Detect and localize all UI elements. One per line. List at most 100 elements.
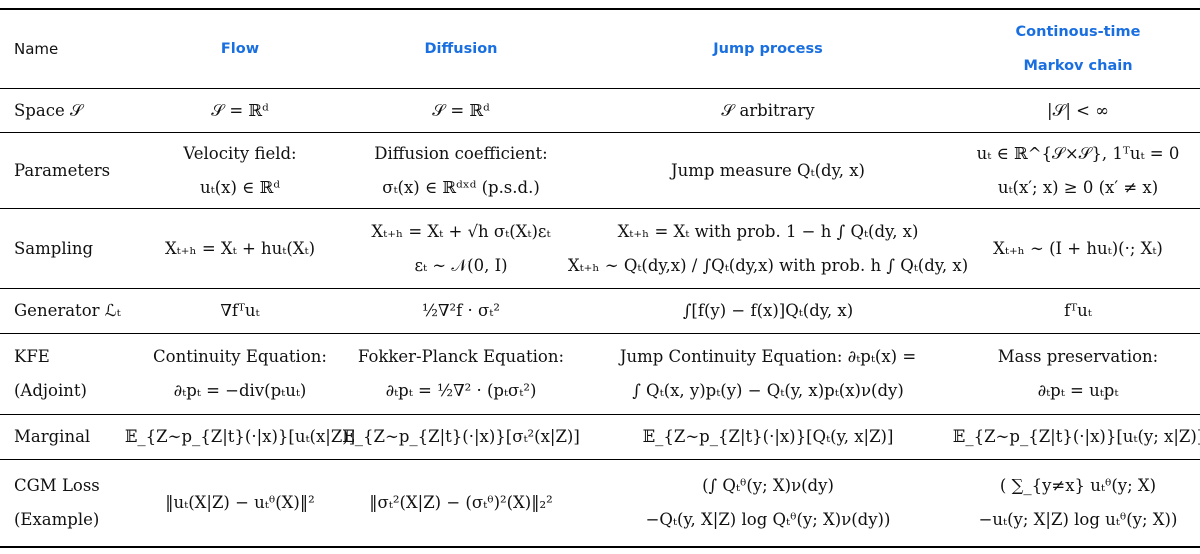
cell-line: (Adjoint) bbox=[14, 381, 87, 400]
table-cell-jump: (∫ Qₜᶿ(y; X)ν(dy) −Qₜ(y, X|Z) log Qₜᶿ(y; … bbox=[572, 460, 964, 546]
row-rule-2 bbox=[0, 208, 1200, 209]
table-cell-diffusion: Diffusion coefficient: σₜ(x) ∈ ℝᵈˣᵈ (p.s.… bbox=[350, 133, 572, 208]
table-cell-label: Space 𝒮 bbox=[0, 89, 144, 132]
top-rule bbox=[0, 8, 1200, 10]
cell-line: uₜ ∈ ℝ^{𝒮×𝒮}, 1ᵀuₜ = 0 bbox=[976, 143, 1180, 163]
table-cell-flow: Xₜ₊ₕ = Xₜ + huₜ(Xₜ) bbox=[130, 209, 350, 288]
table-cell-jump: 𝔼_{Z∼p_{Z|t}(·|x)}[Qₜ(y, x|Z)] bbox=[572, 415, 964, 459]
cell-line: Xₜ₊ₕ = Xₜ + huₜ(Xₜ) bbox=[164, 238, 316, 258]
cell-line: Marginal bbox=[14, 427, 91, 446]
table-cell-flow: 𝔼_{Z∼p_{Z|t}(·|x)}[uₜ(x|Z)] bbox=[125, 415, 355, 459]
cell-line: 𝔼_{Z∼p_{Z|t}(·|x)}[σₜ²(x|Z)] bbox=[342, 427, 580, 446]
header-ctmc-cell: Continous-time Markov chain bbox=[964, 10, 1192, 88]
row-rule-6 bbox=[0, 459, 1200, 460]
table-cell-ctmc: |𝒮| < ∞ bbox=[964, 89, 1192, 132]
cell-line: ∫ Qₜ(x, y)pₜ(y) − Qₜ(y, x)pₜ(x)ν(dy) bbox=[632, 381, 904, 400]
row-rule-3 bbox=[0, 288, 1200, 289]
table-cell-ctmc: fᵀuₜ bbox=[964, 289, 1192, 333]
cell-line: |𝒮| < ∞ bbox=[1047, 100, 1109, 120]
table-cell-diffusion: 𝒮 = ℝᵈ bbox=[350, 89, 572, 132]
cell-line: Diffusion coefficient: bbox=[374, 143, 548, 163]
cell-line: 𝒮 = ℝᵈ bbox=[211, 100, 269, 120]
cell-line: uₜ(x) ∈ ℝᵈ bbox=[200, 177, 280, 197]
cell-line: σₜ(x) ∈ ℝᵈˣᵈ (p.s.d.) bbox=[382, 177, 540, 197]
cell-line: Space 𝒮 bbox=[14, 100, 83, 120]
cell-line: ∂ₜpₜ = ½∇² · (pₜσₜ²) bbox=[385, 381, 537, 400]
table-cell-label: Sampling bbox=[0, 209, 144, 288]
row-rule-5 bbox=[0, 414, 1200, 415]
cell-line: Xₜ₊ₕ ∼ (I + huₜ)(·; Xₜ) bbox=[993, 238, 1163, 258]
table-cell-flow: Continuity Equation:∂ₜpₜ = −div(pₜuₜ) bbox=[130, 334, 350, 414]
header-rule bbox=[0, 88, 1200, 89]
cell-line: fᵀuₜ bbox=[1064, 301, 1092, 320]
table-cell-label: Generator ℒₜ bbox=[0, 289, 144, 333]
cell-line: Fokker-Planck Equation: bbox=[357, 347, 565, 366]
table-cell-diffusion: 𝔼_{Z∼p_{Z|t}(·|x)}[σₜ²(x|Z)] bbox=[342, 415, 580, 459]
cell-line: Mass preservation: bbox=[997, 347, 1159, 366]
table-cell-label: Marginal bbox=[0, 415, 144, 459]
table-cell-flow: 𝒮 = ℝᵈ bbox=[130, 89, 350, 132]
cell-line: ∇fᵀuₜ bbox=[220, 301, 260, 320]
table-cell-flow: Velocity field: uₜ(x) ∈ ℝᵈ bbox=[130, 133, 350, 208]
cell-line: (Example) bbox=[14, 510, 100, 529]
bottom-rule bbox=[0, 546, 1200, 548]
cell-line: ‖σₜ²(X|Z) − (σₜᶿ)²(X)‖₂² bbox=[369, 493, 553, 512]
row-rule-1 bbox=[0, 132, 1200, 133]
table-cell-ctmc: Mass preservation: ∂ₜpₜ = uₜpₜ bbox=[964, 334, 1192, 414]
cell-line: Xₜ₊ₕ = Xₜ with prob. 1 − h ∫ Qₜ(dy, x) bbox=[617, 221, 919, 241]
table-cell-jump: Jump Continuity Equation: ∂ₜpₜ(x) = ∫ Qₜ(… bbox=[572, 334, 964, 414]
table-cell-diffusion: Xₜ₊ₕ = Xₜ + √h σₜ(Xₜ)εₜ εₜ ∼ 𝒩(0, I) bbox=[350, 209, 572, 288]
cell-line: ∫[f(y) − f(x)]Qₜ(dy, x) bbox=[682, 301, 854, 320]
header-flow-cell: Flow bbox=[130, 10, 350, 88]
cell-line: ( ∑_{y≠x} uₜᶿ(y; X) bbox=[999, 476, 1157, 495]
table-cell-jump: ∫[f(y) − f(x)]Qₜ(dy, x) bbox=[572, 289, 964, 333]
cell-line: Jump measure Qₜ(dy, x) bbox=[671, 160, 865, 180]
table-cell-ctmc: ( ∑_{y≠x} uₜᶿ(y; X) −uₜ(y; X|Z) log uₜᶿ(y… bbox=[964, 460, 1192, 546]
table-cell-diffusion: ½∇²f · σₜ² bbox=[350, 289, 572, 333]
row-rule-4 bbox=[0, 333, 1200, 334]
cell-line: 𝒮 = ℝᵈ bbox=[432, 100, 490, 120]
table-cell-label: CGM Loss (Example) bbox=[0, 460, 144, 546]
table-cell-flow: ∇fᵀuₜ bbox=[130, 289, 350, 333]
cell-line: CGM Loss bbox=[14, 476, 100, 495]
cell-line: uₜ(x′; x) ≥ 0 (x′ ≠ x) bbox=[997, 177, 1159, 197]
cell-line: Velocity field: bbox=[183, 143, 297, 163]
table-cell-jump: 𝒮 arbitrary bbox=[572, 89, 964, 132]
cell-line: 𝔼_{Z∼p_{Z|t}(·|x)}[uₜ(x|Z)] bbox=[124, 427, 356, 446]
cell-line: Continuity Equation: bbox=[153, 347, 327, 366]
table-cell-ctmc: 𝔼_{Z∼p_{Z|t}(·|x)}[uₜ(y; x|Z)] bbox=[953, 415, 1200, 459]
table-cell-jump: Xₜ₊ₕ = Xₜ with prob. 1 − h ∫ Qₜ(dy, x) Xₜ… bbox=[568, 209, 968, 288]
table-cell-ctmc: uₜ ∈ ℝ^{𝒮×𝒮}, 1ᵀuₜ = 0 uₜ(x′; x) ≥ 0 (x′ … bbox=[964, 133, 1192, 208]
header-name-cell: Name bbox=[0, 10, 124, 88]
cell-line: εₜ ∼ 𝒩(0, I) bbox=[414, 255, 508, 275]
header-flow: Flow bbox=[220, 41, 260, 57]
cell-line: Sampling bbox=[14, 238, 94, 258]
cell-line: Xₜ₊ₕ = Xₜ + √h σₜ(Xₜ)εₜ bbox=[371, 221, 551, 241]
table-cell-diffusion: Fokker-Planck Equation: ∂ₜpₜ = ½∇² · (pₜσ… bbox=[350, 334, 572, 414]
header-diffusion: Diffusion bbox=[424, 41, 498, 57]
header-jump-cell: Jump process bbox=[572, 10, 964, 88]
cell-line: ‖uₜ(X|Z) − uₜᶿ(X)‖² bbox=[165, 493, 315, 512]
table-cell-label: KFE (Adjoint) bbox=[0, 334, 144, 414]
cell-line: ∂ₜpₜ = uₜpₜ bbox=[1037, 381, 1119, 400]
cell-line: ½∇²f · σₜ² bbox=[422, 301, 500, 320]
table-cell-label: Parameters bbox=[0, 133, 144, 208]
table-cell-diffusion: ‖σₜ²(X|Z) − (σₜᶿ)²(X)‖₂² bbox=[350, 460, 572, 546]
cell-line: Parameters bbox=[14, 160, 111, 180]
header-ctmc-line1: Continous-time bbox=[1015, 24, 1141, 40]
table-cell-ctmc: Xₜ₊ₕ ∼ (I + huₜ)(·; Xₜ) bbox=[964, 209, 1192, 288]
cell-line: KFE bbox=[14, 347, 50, 366]
cell-line: 𝒮 arbitrary bbox=[721, 100, 815, 120]
cell-line: −Qₜ(y, X|Z) log Qₜᶿ(y; X)ν(dy)) bbox=[645, 510, 891, 529]
header-jump: Jump process bbox=[713, 41, 823, 57]
cell-line: (∫ Qₜᶿ(y; X)ν(dy) bbox=[702, 476, 834, 495]
table-cell-flow: ‖uₜ(X|Z) − uₜᶿ(X)‖² bbox=[130, 460, 350, 546]
header-diffusion-cell: Diffusion bbox=[350, 10, 572, 88]
cell-line: −uₜ(y; X|Z) log uₜᶿ(y; X)) bbox=[978, 510, 1178, 529]
cell-line: Xₜ₊ₕ ∼ Qₜ(dy,x) / ∫Qₜ(dy,x) with prob. h… bbox=[567, 255, 969, 275]
cell-line: 𝔼_{Z∼p_{Z|t}(·|x)}[Qₜ(y, x|Z)] bbox=[642, 427, 894, 446]
header-name: Name bbox=[14, 40, 59, 58]
header-ctmc-line2: Markov chain bbox=[1023, 58, 1133, 74]
cell-line: Jump Continuity Equation: ∂ₜpₜ(x) = bbox=[619, 347, 917, 366]
